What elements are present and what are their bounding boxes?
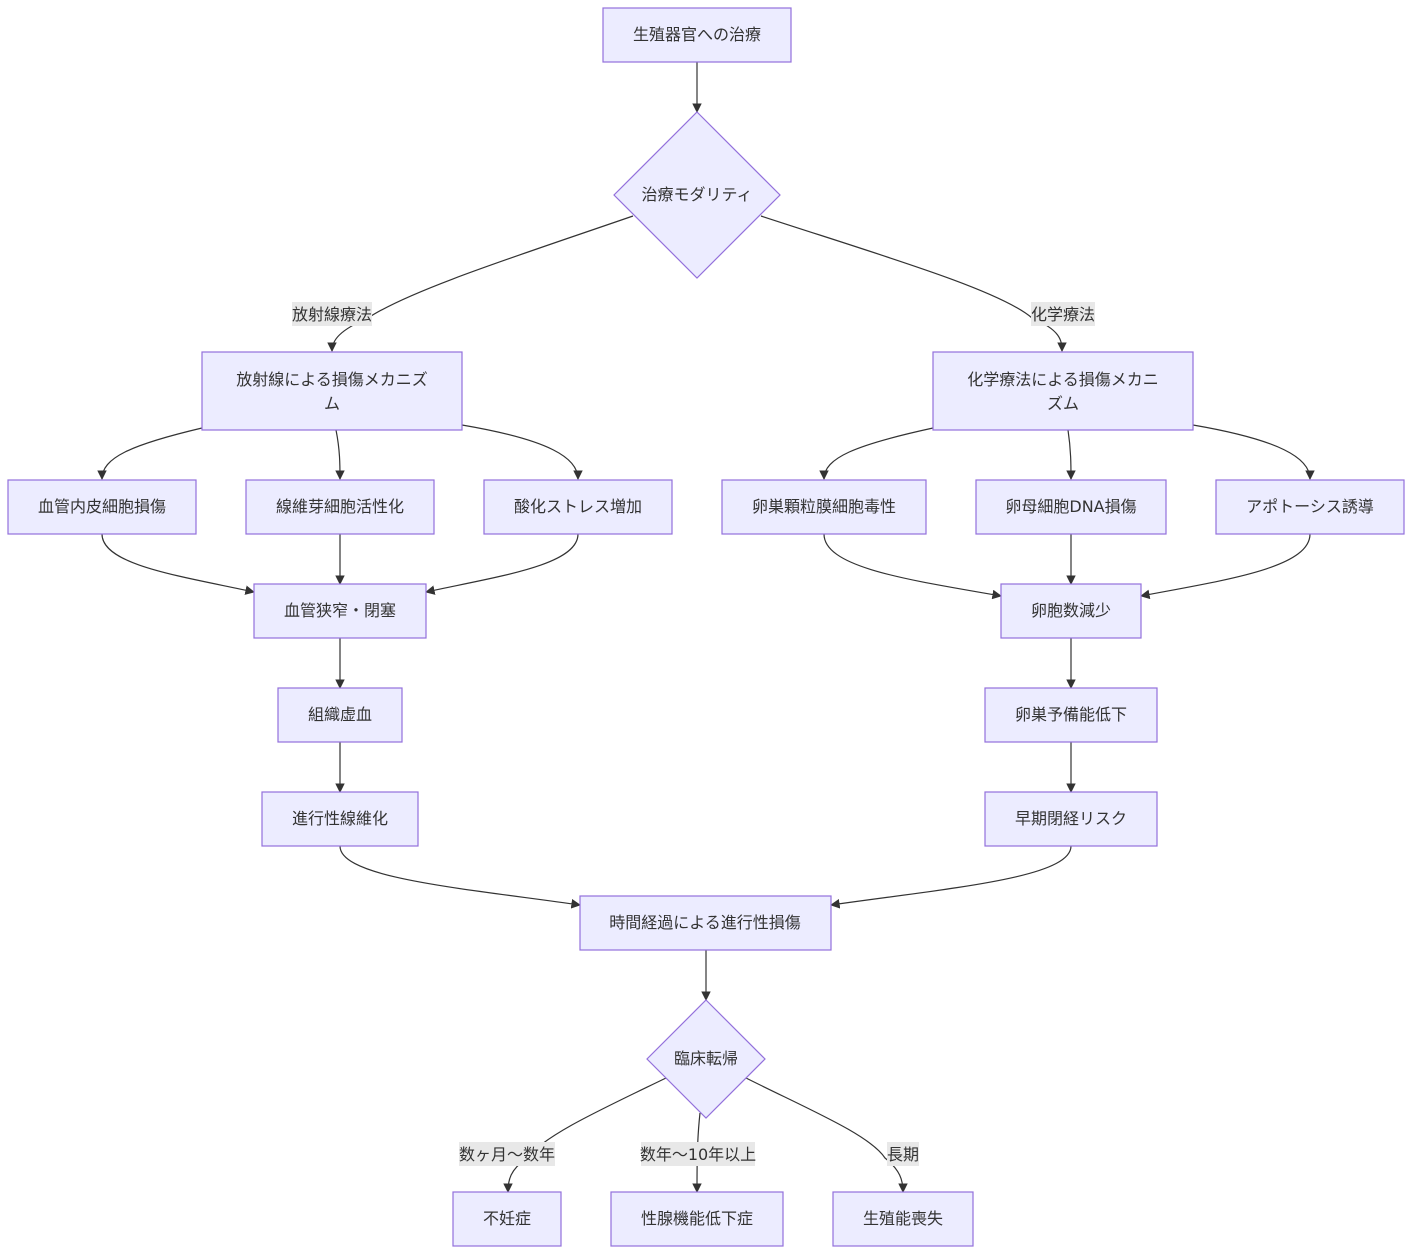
svg-text:組織虚血: 組織虚血 [308,705,372,724]
svg-text:ズム: ズム [1047,394,1079,413]
edge-label-months: 数ヶ月～数年 [459,1142,555,1166]
svg-text:早期閉経リスク: 早期閉経リスク [1015,809,1127,828]
node-loss: 生殖能喪失 [832,1191,974,1247]
svg-text:生殖能喪失: 生殖能喪失 [863,1209,943,1228]
edge-chemo-oocyte [1066,429,1076,480]
svg-text:アポトーシス誘導: アポトーシス誘導 [1246,497,1374,516]
node-fibro: 線維芽細胞活性化 [245,479,435,535]
edge-label-years: 数年～10年以上 [640,1142,756,1166]
node-fibrosis: 進行性線維化 [261,791,419,847]
edge-label-chemo: 化学療法 [1031,302,1095,326]
edge-modality-chemo [760,215,1067,352]
edge-apoptosis-follicle [1140,533,1311,600]
svg-text:治療モダリティ: 治療モダリティ [641,185,752,204]
node-progressive: 時間経過による進行性損傷 [579,895,832,951]
svg-text:卵胞数減少: 卵胞数減少 [1031,601,1111,620]
svg-text:数年～10年以上: 数年～10年以上 [640,1145,756,1164]
node-endo: 血管内皮細胞損傷 [7,479,197,535]
svg-text:卵母細胞DNA損傷: 卵母細胞DNA損傷 [1005,497,1136,516]
node-oocyte: 卵母細胞DNA損傷 [975,479,1167,535]
svg-text:ム: ム [324,394,340,413]
edge-outcome-loss [745,1077,908,1193]
svg-text:長期: 長期 [887,1145,919,1164]
edge-label-long: 長期 [887,1142,919,1166]
node-apoptosis: アポトーシス誘導 [1215,479,1405,535]
svg-text:時間経過による進行性損傷: 時間経過による進行性損傷 [609,913,801,932]
svg-text:生殖器官への治療: 生殖器官への治療 [633,25,761,44]
node-follicle: 卵胞数減少 [1000,583,1142,639]
svg-text:放射線による損傷メカニズ: 放射線による損傷メカニズ [236,370,428,389]
node-treat: 生殖器官への治療 [602,7,792,63]
edge-endo-vessel [101,533,255,595]
svg-text:進行性線維化: 進行性線維化 [292,809,388,828]
edge-rad-endo [97,427,203,480]
svg-text:放射線療法: 放射線療法 [292,305,372,324]
edge-oxid-vessel [425,533,579,595]
node-outcome-decision: 臨床転帰 [646,999,766,1119]
node-menopause: 早期閉経リスク [984,791,1158,847]
edge-rad-oxid [461,424,583,480]
node-hypogonad: 性腺機能低下症 [610,1191,784,1247]
svg-text:数ヶ月～数年: 数ヶ月～数年 [459,1145,555,1164]
node-granulosa: 卵巣顆粒膜細胞毒性 [721,479,927,535]
edge-modality-radiation [327,215,634,352]
svg-text:臨床転帰: 臨床転帰 [674,1049,738,1068]
edge-chemo-granulosa [819,427,934,480]
svg-text:不妊症: 不妊症 [483,1209,531,1228]
edge-rad-fibro [335,429,345,480]
edge-fibrosis-progressive [339,845,581,909]
svg-text:酸化ストレス増加: 酸化ストレス増加 [514,497,642,516]
edge-chemo-apoptosis [1192,424,1315,480]
node-modality-decision: 治療モダリティ [613,111,781,279]
svg-text:化学療法: 化学療法 [1031,305,1095,324]
svg-text:線維芽細胞活性化: 線維芽細胞活性化 [276,497,404,516]
node-chemo-mechanism: 化学療法による損傷メカニ ズム [932,351,1194,431]
node-infertility: 不妊症 [452,1191,562,1247]
node-rad-mechanism: 放射線による損傷メカニズ ム [201,351,463,431]
node-oxid: 酸化ストレス増加 [483,479,673,535]
svg-text:卵巣予備能低下: 卵巣予備能低下 [1015,705,1127,724]
node-ischemia: 組織虚血 [277,687,403,743]
svg-text:血管内皮細胞損傷: 血管内皮細胞損傷 [38,497,166,516]
svg-text:卵巣顆粒膜細胞毒性: 卵巣顆粒膜細胞毒性 [752,497,896,516]
edge-granulosa-follicle [823,533,1002,600]
edge-menopause-progressive [830,845,1072,909]
node-reserve: 卵巣予備能低下 [984,687,1158,743]
svg-text:性腺機能低下症: 性腺機能低下症 [641,1209,753,1228]
edge-label-radiation: 放射線療法 [292,302,372,326]
node-vessel: 血管狭窄・閉塞 [253,583,427,639]
svg-text:血管狭窄・閉塞: 血管狭窄・閉塞 [284,601,396,620]
edge-outcome-infertility [503,1077,667,1193]
svg-text:化学療法による損傷メカニ: 化学療法による損傷メカニ [967,370,1159,389]
